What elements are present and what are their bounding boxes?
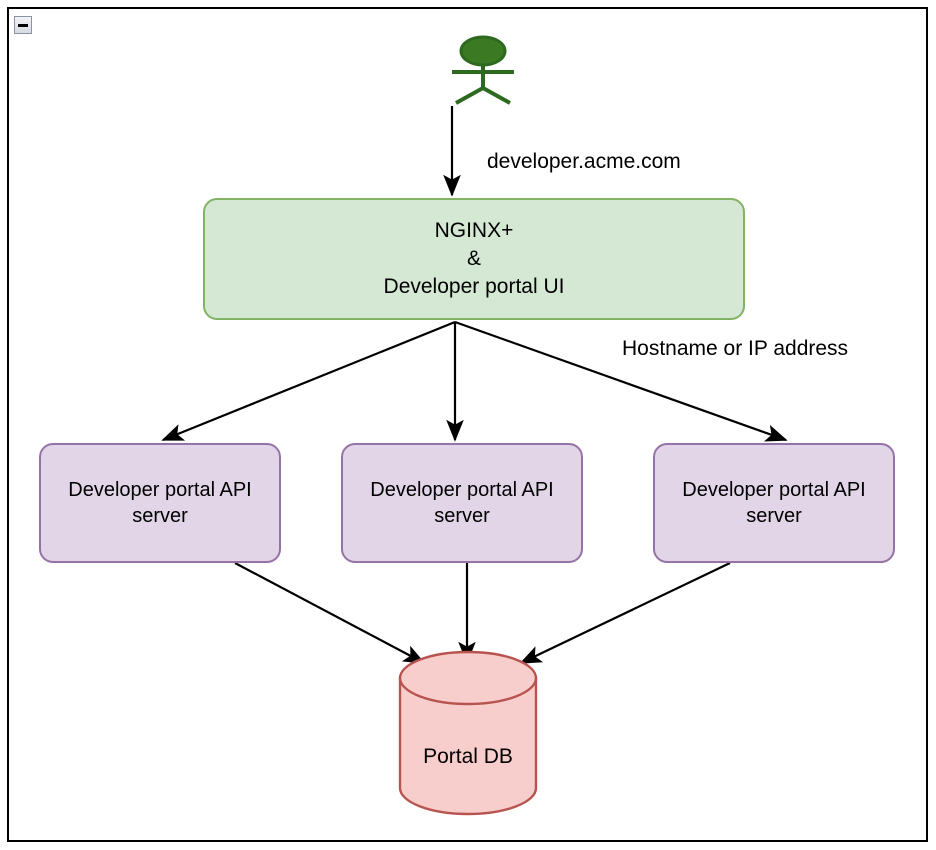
edge-nginx-to-api-3	[454, 320, 788, 442]
node-api-server-2-label: Developer portal API server	[370, 478, 554, 527]
collapse-button[interactable]	[14, 16, 32, 34]
edge-label-hostname: Hostname or IP address	[622, 337, 849, 360]
node-nginx-line-3: Developer portal UI	[383, 274, 565, 298]
edge-api-3-to-db	[519, 562, 731, 664]
user-actor-icon	[452, 35, 514, 105]
node-nginx-developer-portal-ui[interactable]: NGINX+ & Developer portal UI	[203, 198, 745, 320]
node-portal-db-label: Portal DB	[423, 745, 513, 768]
node-api-server-3[interactable]: Developer portal API server	[653, 443, 895, 563]
edge-nginx-to-api-1	[161, 320, 456, 442]
node-api-server-3-label: Developer portal API server	[682, 478, 866, 527]
database-cylinder-icon[interactable]	[398, 650, 538, 816]
node-api-server-2[interactable]: Developer portal API server	[341, 443, 583, 563]
node-nginx-line-2: &	[466, 247, 481, 271]
node-api-server-1[interactable]: Developer portal API server	[39, 443, 281, 563]
minus-icon	[18, 23, 28, 27]
edge-api-1-to-db	[234, 562, 426, 664]
node-api-server-1-label: Developer portal API server	[68, 478, 252, 527]
node-nginx-text: NGINX+ & Developer portal UI	[384, 217, 565, 300]
node-nginx-line-1: NGINX+	[434, 219, 514, 243]
edge-label-domain: developer.acme.com	[487, 150, 681, 173]
